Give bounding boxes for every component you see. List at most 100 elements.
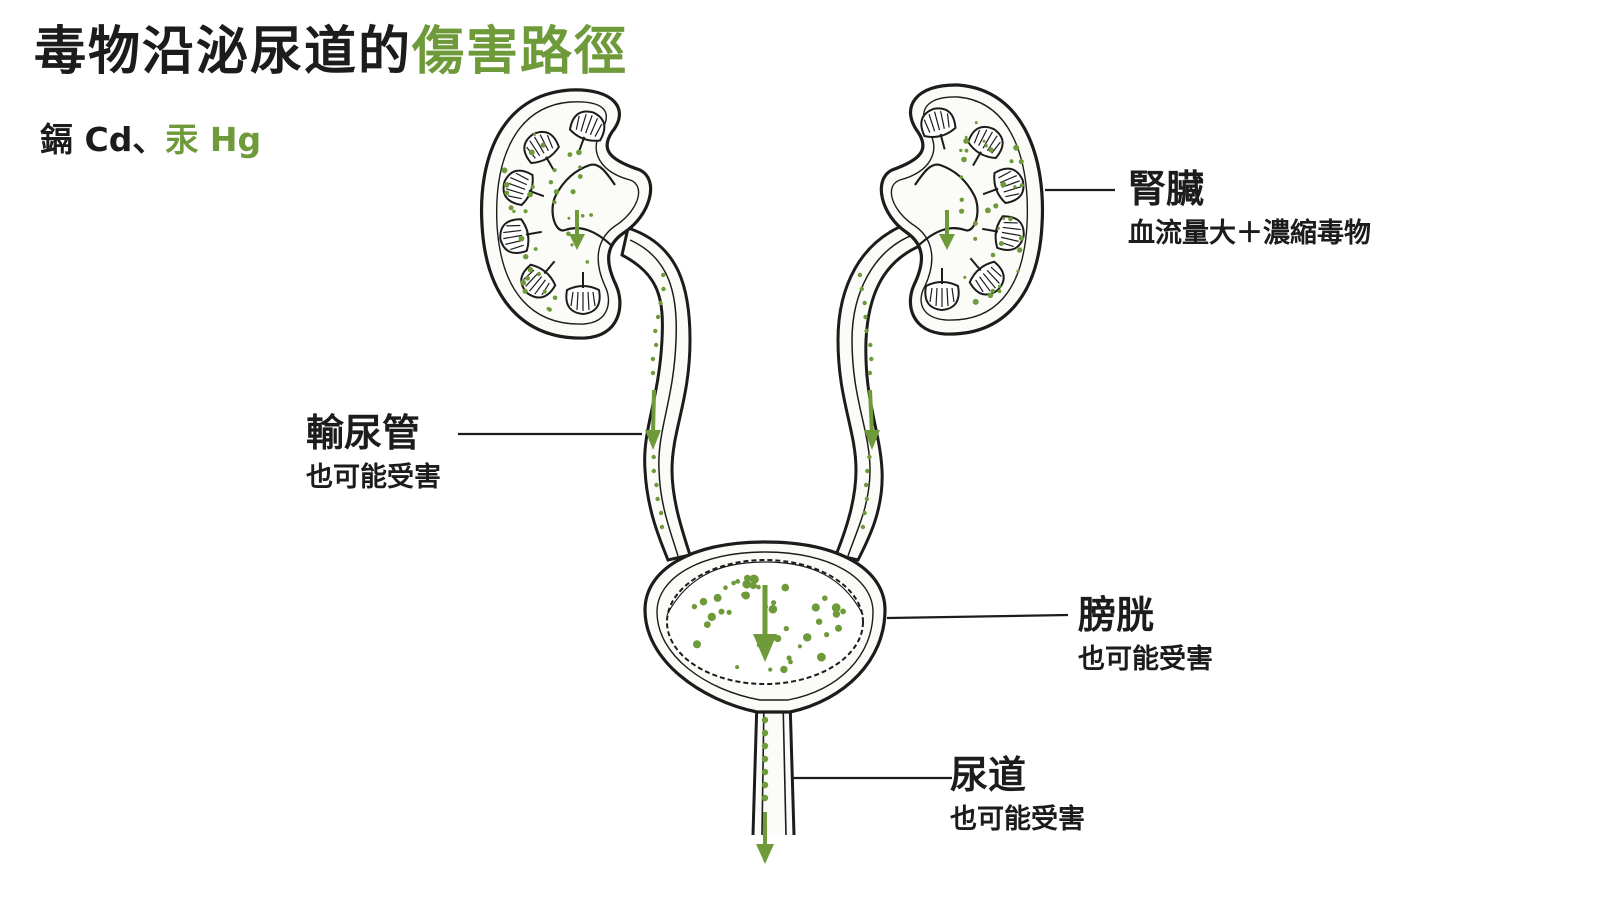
toxin-dot [959, 197, 964, 202]
toxin-dot [862, 300, 867, 306]
ureter-left [620, 226, 692, 562]
title-main: 毒物沿泌尿道的 [34, 22, 413, 82]
toxin-dot [862, 510, 867, 516]
toxin-dot [523, 254, 529, 260]
toxin-dot [578, 165, 582, 169]
toxin-dot [771, 600, 777, 606]
toxin-dot [786, 655, 792, 661]
toxin-dot [589, 213, 593, 217]
toxin-dot [1013, 185, 1017, 189]
leader-lines [458, 188, 1115, 780]
toxin-dot [984, 144, 988, 148]
toxin-dot [867, 370, 873, 376]
toxin-dot [703, 621, 711, 628]
toxin-dot [1000, 181, 1007, 188]
toxin-dot [580, 214, 585, 218]
toxin-dot [742, 591, 750, 600]
toxin-dot [822, 595, 828, 601]
toxin-dot [726, 609, 732, 615]
toxin-dot [552, 168, 557, 173]
toxin-dot [803, 633, 812, 642]
toxin-dot [817, 652, 826, 662]
toxin-dot [840, 608, 846, 615]
toxin-dot [742, 579, 752, 589]
toxin-dot [1019, 183, 1024, 188]
arrow-ureter-left [645, 389, 661, 450]
toxin-dot [863, 314, 868, 320]
ureter-label-desc: 也可能受害 [306, 462, 441, 493]
toxin-dot [501, 167, 508, 174]
toxin-dot [576, 149, 582, 156]
toxin-dot [567, 216, 571, 220]
toxin-dot [972, 298, 979, 305]
subtitle-main: 鎘 Cd、 [40, 120, 166, 159]
toxin-dot [982, 139, 986, 143]
toxin-dot [518, 235, 525, 242]
toxin-dot [1013, 144, 1020, 151]
leader-bladder [886, 613, 1069, 620]
toxin-dot [768, 667, 773, 672]
toxin-dot [542, 289, 547, 294]
toxin-dot [972, 220, 978, 226]
toxin-dot [553, 189, 560, 195]
toxin-dot [988, 147, 994, 153]
toxin-dot [693, 640, 701, 649]
toxin-dot [815, 618, 823, 625]
subtitle: 鎘 Cd、汞 Hg [40, 118, 261, 162]
toxin-dot [744, 574, 751, 582]
toxin-dot [653, 342, 659, 348]
urethra-label: 尿道 也可能受害 [950, 752, 1085, 838]
toxin-dot [585, 260, 590, 264]
toxin-dot [832, 610, 841, 618]
toxin-dot [864, 328, 869, 334]
toxin-dot [570, 243, 574, 247]
toxin-dot [699, 597, 708, 606]
bladder-label: 膀胱 也可能受害 [1078, 592, 1213, 678]
toxin-dot [963, 275, 967, 279]
toxin-dot [523, 209, 528, 214]
arrow-kidney-right [939, 210, 955, 250]
toxin-dot [661, 286, 666, 292]
arrow-ureter-right [864, 389, 880, 450]
toxin-dot [761, 768, 769, 776]
toxin-dot [869, 356, 874, 362]
toxin-dot [749, 581, 757, 590]
toxin-dot [503, 182, 510, 188]
toxin-dot [987, 292, 994, 299]
toxin-dot [533, 132, 536, 136]
toxin-dot [504, 190, 510, 196]
toxin-dot [780, 665, 788, 674]
toxin-dot [548, 180, 554, 185]
toxin-dot [651, 454, 656, 460]
toxin-dot [867, 454, 872, 460]
toxin-dot [520, 279, 527, 286]
toxin-dot [990, 288, 995, 293]
toxin-dot [658, 510, 664, 516]
subtitle-accent: 汞 Hg [165, 120, 262, 159]
toxin-dot [713, 593, 722, 602]
toxin-dot [1018, 159, 1024, 165]
urethra-label-desc: 也可能受害 [950, 804, 1085, 835]
toxin-dot [570, 189, 576, 195]
toxin-dot [959, 175, 964, 179]
toxin-dot [651, 468, 656, 474]
toxin-dot [655, 314, 661, 320]
title-accent: 傷害路徑 [412, 22, 629, 82]
toxin-dot [761, 742, 769, 750]
toxin-dot [985, 207, 991, 214]
kidney-label: 腎臟 血流量大＋濃縮毒物 [1128, 166, 1371, 252]
toxin-dot [997, 284, 1002, 288]
toxin-dot [857, 272, 863, 278]
toxin-dot [761, 781, 769, 789]
arrow-bladder [753, 585, 777, 662]
urethra [751, 699, 796, 836]
toxin-dot [990, 252, 996, 258]
toxin-dot [718, 608, 725, 615]
toxin-dot [659, 524, 665, 530]
arrow-urethra-exit [756, 812, 774, 864]
toxin-dot [761, 794, 769, 802]
toxin-dot [530, 184, 535, 189]
toxin-dot [761, 729, 769, 737]
toxin-dot [1009, 159, 1014, 164]
toxin-dot [959, 208, 965, 214]
